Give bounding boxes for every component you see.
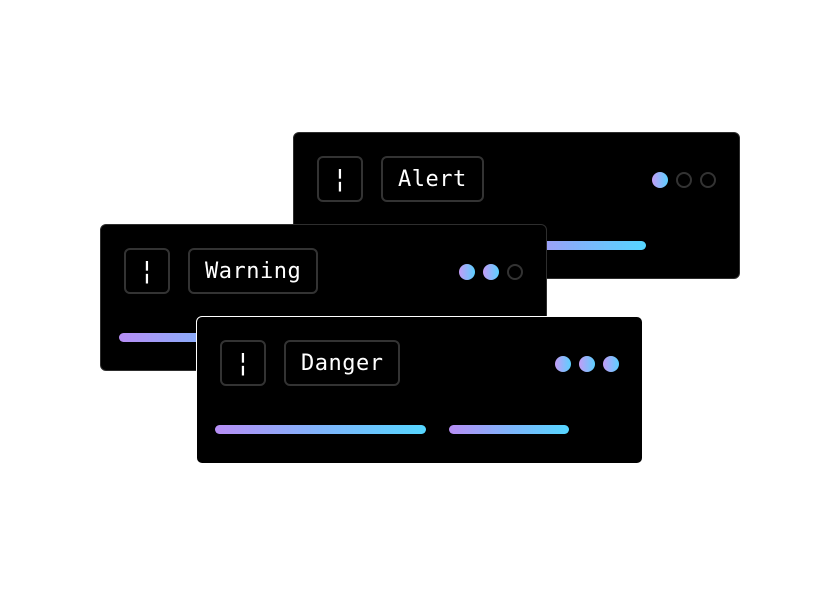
exclamation-icon: ¦ [317, 156, 363, 202]
level-dot-filled [652, 172, 668, 188]
level-indicator [459, 264, 523, 280]
level-dot-filled [579, 356, 595, 372]
level-dot-empty [700, 172, 716, 188]
level-dot-filled [459, 264, 475, 280]
progress-bar [449, 425, 569, 434]
level-dot-filled [603, 356, 619, 372]
exclamation-icon: ¦ [124, 248, 170, 294]
danger-label: Danger [284, 340, 401, 386]
progress-bar [514, 241, 646, 250]
progress-bar [215, 425, 426, 434]
exclamation-icon: ¦ [220, 340, 266, 386]
level-dot-filled [555, 356, 571, 372]
level-dot-empty [676, 172, 692, 188]
danger-card: ¦ Danger [196, 316, 643, 464]
level-indicator [555, 356, 619, 372]
level-dot-empty [507, 264, 523, 280]
warning-label: Warning [188, 248, 319, 294]
alert-label: Alert [381, 156, 484, 202]
level-indicator [652, 172, 716, 188]
level-dot-filled [483, 264, 499, 280]
